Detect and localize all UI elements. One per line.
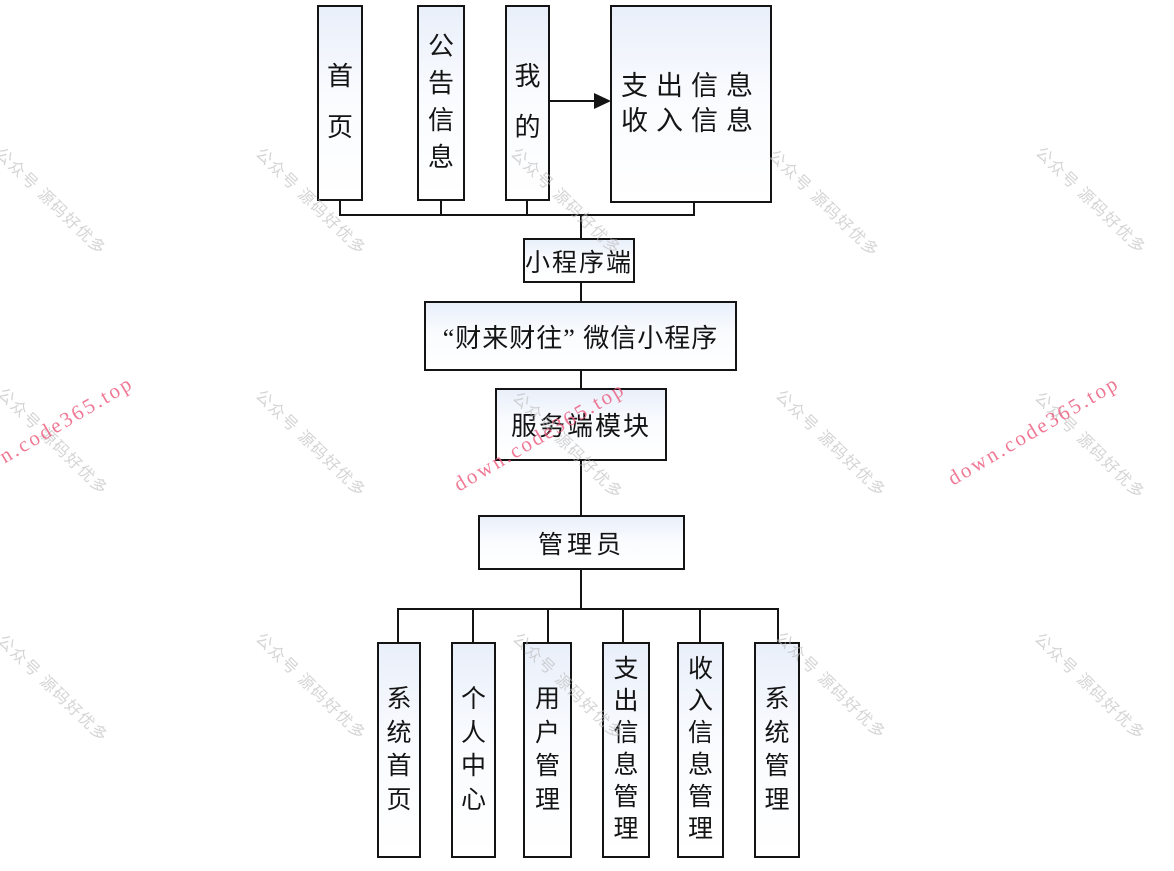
watermark-gray: 公众号 源码好优多 (0, 145, 109, 259)
connector-bus-bottom (397, 608, 779, 610)
connector-stub-expense-income (693, 203, 695, 216)
expense-info-line: 支出信息 (621, 70, 761, 101)
node-system-management: 系统管理 (754, 642, 800, 858)
connector-bus-top (339, 214, 695, 216)
node-system-home: 系统首页 (377, 642, 421, 858)
connector-drop-system-home (397, 608, 399, 642)
watermark-gray: 公众号 源码好优多 (1031, 630, 1148, 744)
node-admin-label: 管理员 (537, 531, 625, 559)
watermark-red: down.code365.top (0, 370, 138, 491)
node-user-management-label: 用户管理 (534, 686, 560, 814)
node-wechat-miniapp: “财来财往” 微信小程序 (424, 301, 737, 371)
watermark-gray: 公众号 源码好优多 (252, 630, 369, 744)
connector-drop-personal-center (472, 608, 474, 642)
node-expense-info-management-label: 支出信息管理 (613, 656, 639, 843)
watermark-gray: 公众号 源码好优多 (0, 385, 111, 499)
node-home-label: 首页 (326, 62, 353, 142)
node-personal-center: 个人中心 (451, 642, 496, 858)
node-expense-income-info: 支出信息 收入信息 (610, 5, 772, 203)
node-system-management-label: 系统管理 (764, 686, 790, 814)
connector-drop-income-mgmt (699, 608, 701, 642)
node-home: 首页 (317, 5, 363, 201)
arrow-shaft (550, 100, 595, 102)
connector-drop-system-mgmt (777, 608, 779, 642)
watermark-gray: 公众号 源码好优多 (765, 147, 882, 261)
connector-wechat-server (580, 371, 582, 388)
watermark-gray: 公众号 源码好优多 (252, 387, 369, 501)
node-mine-label: 我的 (514, 62, 541, 142)
node-expense-info-management: 支出信息管理 (602, 642, 650, 858)
watermark-gray: 公众号 源码好优多 (1031, 389, 1148, 503)
connector-miniapp-wechat (580, 283, 582, 301)
watermark-gray: 公众号 源码好优多 (0, 632, 111, 746)
income-info-line: 收入信息 (621, 106, 761, 136)
node-server-module-label: 服务端模块 (510, 412, 651, 441)
node-expense-income-info-label: 支出信息 收入信息 (621, 69, 761, 139)
connector-drop-miniapp (580, 214, 582, 238)
node-admin: 管理员 (478, 515, 685, 570)
node-system-home-label: 系统首页 (386, 686, 412, 814)
node-server-module: 服务端模块 (495, 388, 667, 461)
connector-drop-user-mgmt (547, 608, 549, 642)
node-user-management: 用户管理 (523, 642, 572, 858)
node-wechat-miniapp-label: “财来财往” 微信小程序 (442, 323, 719, 353)
node-income-info-management-label: 收入信息管理 (687, 656, 713, 843)
node-mine: 我的 (505, 5, 550, 201)
node-announcement-info-label: 公告信息 (427, 32, 454, 172)
node-miniapp-client: 小程序端 (523, 238, 635, 283)
watermark-red: down.code365.top (943, 370, 1124, 491)
connector-server-admin (580, 461, 582, 515)
watermark-gray: 公众号 源码好优多 (772, 387, 889, 501)
node-announcement-info: 公告信息 (417, 5, 465, 201)
watermark-gray: 公众号 源码好优多 (1032, 144, 1149, 258)
node-personal-center-label: 个人中心 (460, 686, 486, 814)
connector-stub-mine (526, 201, 528, 216)
connector-drop-expense-mgmt (622, 608, 624, 642)
node-miniapp-client-label: 小程序端 (525, 249, 634, 277)
connector-stub-home (339, 201, 341, 216)
connector-drop-admin (580, 570, 582, 609)
arrow-head-icon (594, 93, 611, 109)
node-income-info-management: 收入信息管理 (677, 642, 724, 858)
connector-stub-announcement (440, 201, 442, 216)
